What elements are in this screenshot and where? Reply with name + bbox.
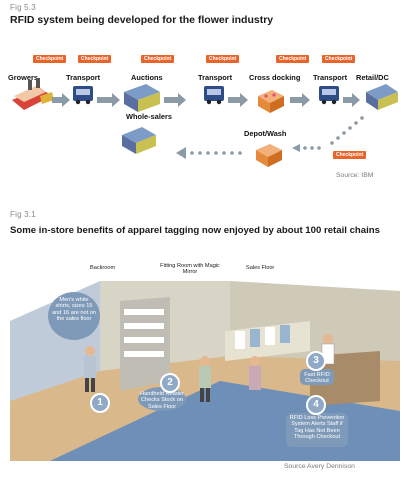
- node-cross-docking: Cross docking: [249, 73, 301, 82]
- zone-sales-floor: Sales Floor: [246, 265, 275, 271]
- node-transport-1: Transport: [66, 73, 101, 82]
- return-arrows: [176, 116, 364, 159]
- zone-backroom: Backroom: [90, 265, 116, 271]
- step-marker-4: 4: [306, 395, 326, 415]
- checkpoint-tag: Checkpoint: [78, 55, 112, 63]
- node-depot-wash: Depot/Wash: [244, 129, 287, 138]
- node-growers: Growers: [8, 73, 38, 82]
- checkpoint-tag: Checkpoint: [206, 55, 240, 63]
- store-illustration: [10, 261, 400, 461]
- warehouse-icon: [124, 84, 160, 112]
- node-transport-2: Transport: [198, 73, 233, 82]
- warehouse-icon: [122, 127, 156, 154]
- zone-fitting-room: Fitting Room with Magic Mirror: [160, 263, 220, 275]
- callout-bubble: [138, 387, 186, 411]
- callout-bubble: [300, 369, 334, 385]
- store-icon: [366, 84, 398, 110]
- callout-bubble: [48, 292, 100, 340]
- flow-arrows: [52, 93, 360, 107]
- fig2-source: Source Avery Dennison: [284, 463, 355, 470]
- callout-1: Men's white shirts, sizes 15 and 16 are …: [52, 297, 96, 323]
- supply-chain-illustration: [12, 78, 398, 167]
- truck-icon: [73, 86, 93, 105]
- fig1-title: RFID system being developed for the flow…: [10, 14, 274, 26]
- checkpoint-tag: Checkpoint: [276, 55, 310, 63]
- node-transport-3: Transport: [313, 73, 348, 82]
- callout-4: RFID Loss Prevention System Alerts Staff…: [289, 415, 345, 441]
- crate-icon: [256, 144, 282, 167]
- step-marker-1: 1: [90, 393, 110, 413]
- node-wholesalers: Whole-salers: [126, 112, 173, 121]
- person-figure: [249, 356, 261, 390]
- fig2-label: Fig 3.1: [10, 210, 36, 219]
- step-marker-3: 3: [306, 351, 326, 371]
- checkpoint-tag: Checkpoint: [322, 55, 356, 63]
- person-figure: [199, 356, 211, 402]
- checkpoint-tag: Checkpoint: [141, 55, 175, 63]
- truck-icon: [319, 86, 339, 105]
- fig1-source: Source: IBM: [336, 172, 374, 179]
- fig1-label: Fig 5.3: [10, 3, 36, 12]
- store-scene: Backroom Fitting Room with Magic Mirror …: [10, 261, 400, 461]
- callout-2: Handheld Reader Checks Stock on Sales Fl…: [140, 391, 184, 410]
- node-auctions: Auctions: [131, 73, 163, 82]
- crate-icon: [258, 90, 284, 113]
- truck-icon: [204, 86, 224, 105]
- greenhouse-icon: [12, 78, 54, 110]
- checkpoint-tag: Checkpoint: [333, 151, 367, 159]
- node-retail-dc: Retail/DC: [356, 73, 389, 82]
- callout-3: Fast RFID Checkout: [304, 372, 330, 385]
- callout-bubble: [286, 413, 348, 447]
- person-figure: [84, 346, 96, 392]
- checkpoint-tag: Checkpoint: [33, 55, 67, 63]
- step-marker-2: 2: [160, 373, 180, 393]
- fig2-title: Some in-store benefits of apparel taggin…: [10, 225, 380, 236]
